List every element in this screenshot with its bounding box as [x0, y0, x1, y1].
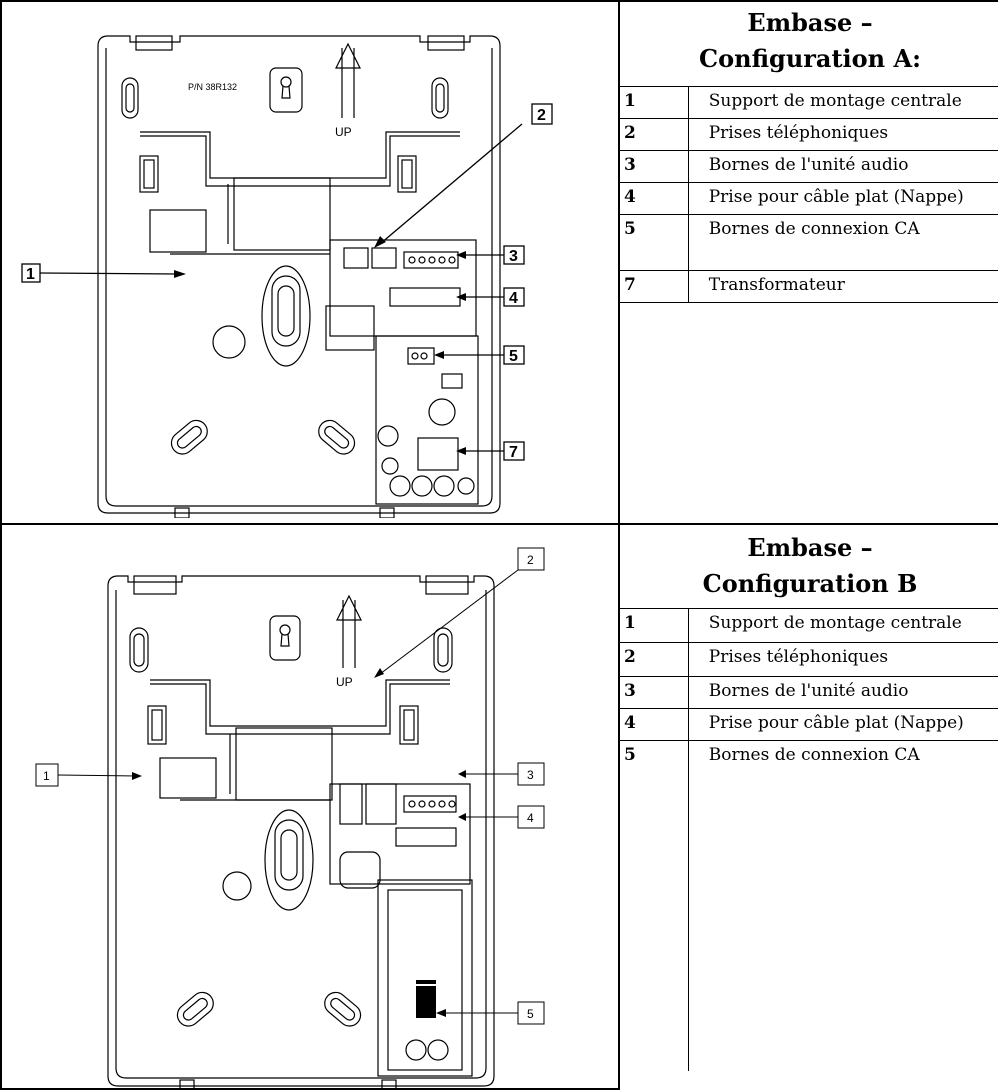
- callout-b-1: 1: [43, 769, 50, 783]
- legend-text: Prise pour câble plat (Nappe): [688, 182, 998, 215]
- legend-text: Bornes de l'unité audio: [688, 150, 998, 183]
- frame-bottom: [0, 1088, 620, 1090]
- legend-row: 3 Bornes de l'unité audio: [620, 150, 998, 183]
- legend-num: 4: [620, 708, 689, 741]
- diagram-config-b: UP 1 2 3 4 5: [35, 547, 545, 1088]
- legend-num: 4: [620, 182, 689, 215]
- legend-row: 4 Prise pour câble plat (Nappe): [620, 708, 998, 741]
- callout-a-3: 3: [509, 248, 518, 265]
- frame-middle: [0, 523, 998, 525]
- legend-row: 2 Prises téléphoniques: [620, 118, 998, 151]
- legend-row: 4 Prise pour câble plat (Nappe): [620, 182, 998, 215]
- frame-divider: [618, 0, 620, 1090]
- legend-num: 1: [620, 86, 689, 119]
- diagram-config-a: P/N 38R132 UP 1 2 3: [21, 35, 553, 518]
- frame-left: [0, 0, 2, 1090]
- legend-text: Prises téléphoniques: [688, 642, 998, 677]
- legend-text: Bornes de connexion CA: [688, 740, 998, 1071]
- part-number-label: P/N 38R132: [188, 82, 237, 92]
- callout-b-5: 5: [527, 1007, 534, 1021]
- legend-num: 2: [620, 118, 689, 151]
- heading-config-a: Embase – Configuration A:: [620, 5, 998, 77]
- legend-row: 1 Support de montage centrale: [620, 86, 998, 119]
- legend-text: Prises téléphoniques: [688, 118, 998, 151]
- callout-a-1: 1: [26, 266, 35, 283]
- heading-config-b-line1: Embase –: [747, 533, 873, 562]
- legend-row: 3 Bornes de l'unité audio: [620, 676, 998, 709]
- legend-num: 1: [620, 608, 689, 643]
- heading-config-a-line2: Configuration A:: [699, 44, 921, 73]
- legend-row: 5 Bornes de connexion CA: [620, 214, 998, 271]
- callout-a-5: 5: [509, 348, 518, 365]
- callout-b-4: 4: [527, 811, 534, 825]
- heading-config-b: Embase – Configuration B: [620, 530, 998, 602]
- legend-num: 2: [620, 642, 689, 677]
- legend-num: 7: [620, 270, 689, 303]
- callout-a-7: 7: [509, 444, 518, 461]
- heading-config-a-line1: Embase –: [747, 8, 873, 37]
- frame-top: [0, 0, 998, 2]
- callout-a-2: 2: [537, 107, 546, 124]
- legend-row: 1 Support de montage centrale: [620, 608, 998, 643]
- legend-num: 3: [620, 676, 689, 709]
- legend-text: Bornes de l'unité audio: [688, 676, 998, 709]
- callout-b-3: 3: [527, 768, 534, 782]
- legend-text: Support de montage centrale: [688, 86, 998, 119]
- up-label: UP: [335, 125, 352, 139]
- legend-row: 5 Bornes de connexion CA: [620, 740, 998, 1071]
- legend-num: 3: [620, 150, 689, 183]
- legend-text: Support de montage centrale: [688, 608, 998, 643]
- legend-num: 5: [620, 214, 689, 271]
- legend-row: 7 Transformateur: [620, 270, 998, 303]
- callout-a-4: 4: [509, 290, 518, 307]
- legend-table-config-b: 1 Support de montage centrale 2 Prises t…: [620, 608, 998, 1071]
- legend-num: 5: [620, 740, 689, 1071]
- legend-row: 2 Prises téléphoniques: [620, 642, 998, 677]
- legend-text: Prise pour câble plat (Nappe): [688, 708, 998, 741]
- up-label-b: UP: [336, 675, 353, 689]
- callout-b-2: 2: [527, 553, 534, 567]
- legend-table-config-a: 1 Support de montage centrale 2 Prises t…: [620, 86, 998, 303]
- legend-text: Transformateur: [688, 270, 998, 303]
- heading-config-b-line2: Configuration B: [702, 569, 918, 598]
- legend-text: Bornes de connexion CA: [688, 214, 998, 271]
